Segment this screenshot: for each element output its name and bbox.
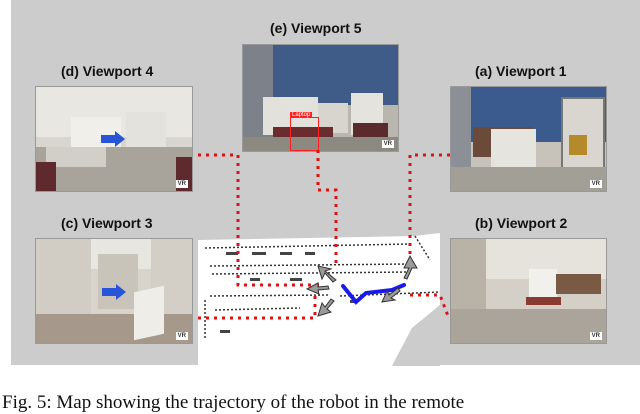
viewport-4-vr-badge: VR <box>175 180 188 188</box>
figure-caption: Fig. 5: Map showing the trajectory of th… <box>2 392 465 413</box>
viewport-5-image: Laptop VR <box>242 44 399 152</box>
viewport-4-image: VR <box>35 86 193 192</box>
connector-viewport-2 <box>410 293 450 317</box>
occupancy-map <box>198 233 441 366</box>
connector-viewport-1 <box>408 153 450 265</box>
viewport-2-vr-badge: VR <box>589 332 602 340</box>
map-direction-arrows <box>305 254 418 317</box>
viewport-3-image: VR <box>35 238 193 344</box>
viewport-1-image: VR <box>450 86 607 192</box>
viewport-1-label: (a) Viewport 1 <box>475 63 567 79</box>
robot-trajectory <box>341 283 406 305</box>
viewport-3-vr-badge: VR <box>175 332 188 340</box>
arrow-icon <box>317 265 337 283</box>
arrow-icon <box>403 254 418 280</box>
arrow-icon <box>305 282 330 295</box>
viewport-5-vr-badge: VR <box>381 140 394 148</box>
arrow-icon <box>381 287 401 303</box>
viewport-5-label: (e) Viewport 5 <box>270 20 362 36</box>
viewport-3-label: (c) Viewport 3 <box>61 215 153 231</box>
arrow-icon <box>317 298 335 317</box>
viewport-2-image: VR <box>450 238 607 344</box>
connector-viewport-4 <box>198 153 320 287</box>
laptop-detection-label: Laptop <box>290 112 313 118</box>
viewport-1-vr-badge: VR <box>589 180 602 188</box>
viewport-connectors <box>198 150 450 320</box>
viewport-4-label: (d) Viewport 4 <box>61 63 154 79</box>
viewport-2-label: (b) Viewport 2 <box>475 215 568 231</box>
connector-viewport-5 <box>316 150 338 268</box>
